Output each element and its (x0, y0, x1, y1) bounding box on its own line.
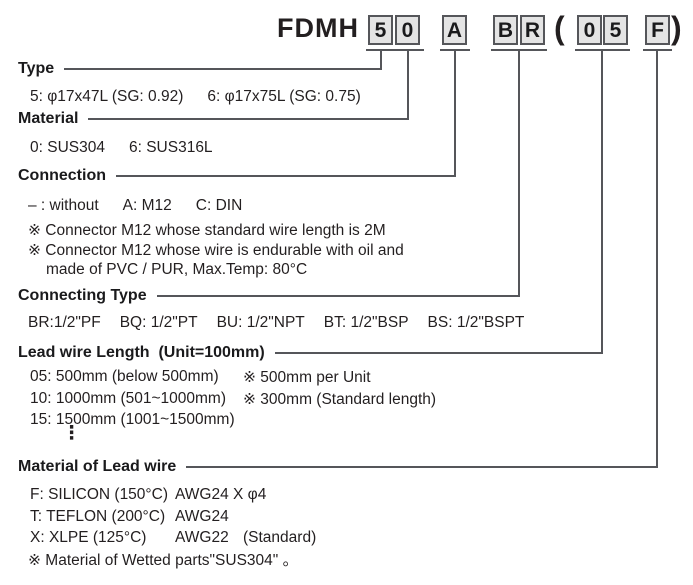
type-option: 5: φ17x47L (SG: 0.92) (30, 88, 184, 105)
section-heading-lead-wire-length: Lead wire Length (Unit=100mm) (18, 344, 603, 362)
section-heading-type: Type (18, 60, 382, 78)
heading-rule-connection (116, 175, 456, 177)
connecting-type-option: BR:1/2"PF (28, 314, 101, 331)
connector-type (380, 51, 382, 70)
section-heading-material: Material (18, 110, 409, 128)
section-title-material: Material (18, 110, 79, 127)
connector-connecting-type (518, 51, 520, 296)
lead-length-note: ※ 300mm (Standard length) (243, 391, 437, 408)
section-heading-connecting-type: Connecting Type (18, 287, 520, 305)
code-box-type: 5 (368, 15, 393, 45)
connection-option: C: DIN (195, 197, 243, 214)
section-title-type: Type (18, 60, 55, 77)
lead-length-row: 10: 1000mm (501~1000mm) (30, 390, 227, 407)
connection-option: – : without (28, 197, 99, 214)
heading-rule-lead-wire-length (274, 352, 603, 354)
paren-close: ) (671, 10, 682, 46)
connecting-type-option: BT: 1/2"BSP (323, 314, 409, 331)
code-box-length-2: 5 (603, 15, 628, 45)
paren-open: ( (554, 10, 565, 46)
type-options: 5: φ17x47L (SG: 0.92) 6: φ17x75L (SG: 0.… (30, 87, 361, 106)
connecting-type-option: BU: 1/2"NPT (216, 314, 305, 331)
connector-material (407, 51, 409, 119)
wire-material-code: F: SILICON (150°C) (30, 486, 168, 503)
wire-material-standard-label: (Standard) (243, 529, 317, 546)
underline-connecting-type (491, 49, 547, 51)
code-box-length-1: 0 (577, 15, 602, 45)
code-box-connection: A (442, 15, 467, 45)
wire-material-spec: AWG22 (175, 529, 229, 546)
connecting-type-options: BR:1/2"PF BQ: 1/2"PT BU: 1/2"NPT BT: 1/2… (28, 313, 524, 332)
type-option: 6: φ17x75L (SG: 0.75) (207, 88, 361, 105)
heading-rule-material (88, 118, 409, 120)
underline-connection (440, 49, 470, 51)
wire-material-code: X: XLPE (125°C) (30, 529, 147, 546)
model-prefix: FDMH (277, 13, 359, 43)
wetted-parts-note: ※ Material of Wetted parts"SUS304" 。 (28, 552, 299, 569)
wire-material-spec: AWG24 (175, 508, 229, 525)
heading-rule-type (64, 68, 382, 70)
connection-note-continued: made of PVC / PUR, Max.Temp: 80°C (46, 261, 308, 278)
wire-material-code: T: TEFLON (200°C) (30, 508, 166, 525)
code-box-material: 0 (395, 15, 420, 45)
underline-type (366, 49, 397, 51)
section-heading-wire-material: Material of Lead wire (18, 458, 658, 476)
section-title-wire-material: Material of Lead wire (18, 458, 177, 475)
connection-option: A: M12 (122, 197, 172, 214)
connector-wire-material (656, 51, 658, 467)
code-box-connecting-type-2: R (520, 15, 545, 45)
connection-note: ※ Connector M12 whose wire is endurable … (28, 242, 404, 259)
heading-rule-wire-material (186, 466, 658, 468)
underline-wire-material (643, 49, 672, 51)
underline-material (393, 49, 424, 51)
lead-length-row: 15: 1500mm (1001~1500mm) (30, 411, 235, 428)
connection-options: – : without A: M12 C: DIN (28, 196, 242, 215)
material-options: 0: SUS304 6: SUS316L (30, 138, 213, 157)
section-title-connecting-type: Connecting Type (18, 287, 147, 304)
connecting-type-option: BQ: 1/2"PT (119, 314, 198, 331)
connector-length (601, 51, 603, 353)
section-title-connection: Connection (18, 167, 106, 184)
connector-connection (454, 51, 456, 176)
lead-length-row: 05: 500mm (below 500mm) (30, 368, 219, 385)
material-option: 0: SUS304 (30, 139, 105, 156)
code-box-wire-material: F (645, 15, 670, 45)
underline-length (575, 49, 630, 51)
code-box-connecting-type-1: B (493, 15, 518, 45)
section-heading-connection: Connection (18, 167, 456, 185)
heading-rule-connecting-type (156, 295, 520, 297)
connection-note: ※ Connector M12 whose standard wire leng… (28, 222, 386, 239)
connecting-type-option: BS: 1/2"BSPT (427, 314, 525, 331)
material-option: 6: SUS316L (128, 139, 213, 156)
lead-length-note: ※ 500mm per Unit (243, 369, 371, 386)
ellipsis-more-lengths: ⋮ (62, 423, 81, 444)
wire-material-spec: AWG24 X φ4 (175, 486, 267, 503)
section-title-lead-wire-length: Lead wire Length (Unit=100mm) (18, 344, 265, 361)
